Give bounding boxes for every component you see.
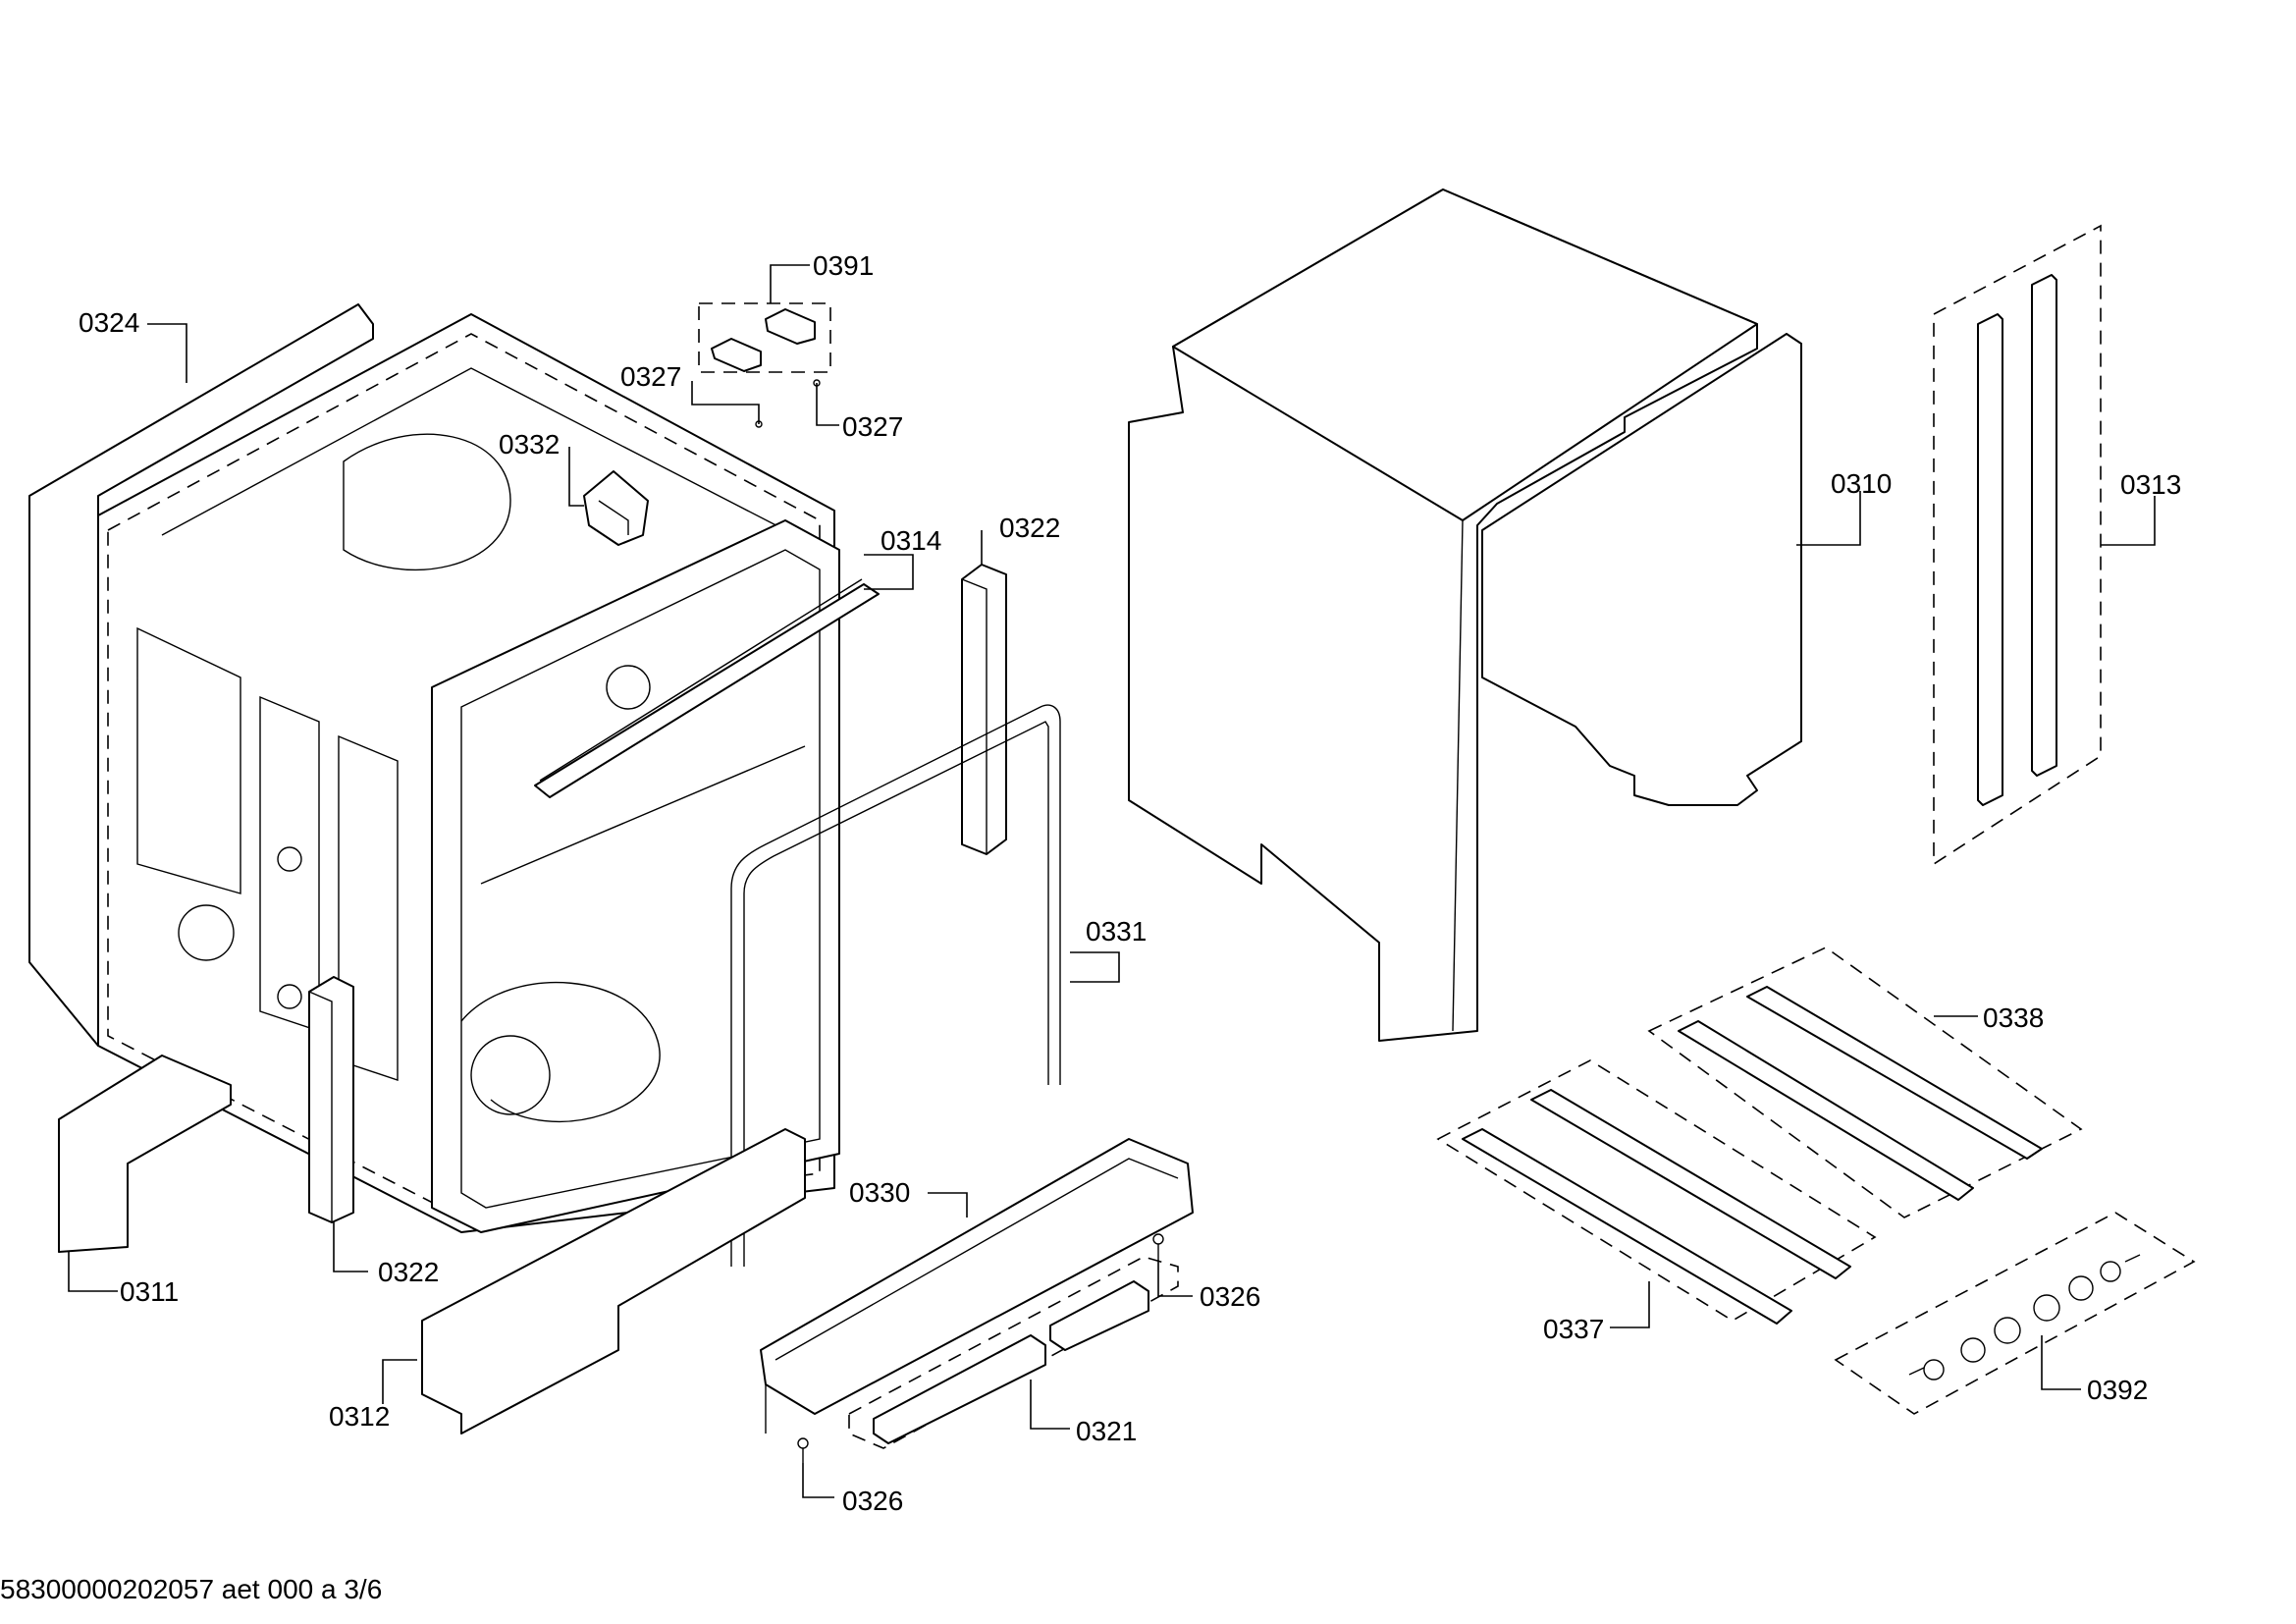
label-0312: 0312 — [329, 1401, 390, 1432]
part-0313-side-rails — [1933, 224, 2102, 866]
part-0330-base-tray — [760, 1138, 1194, 1434]
label-0313: 0313 — [2120, 469, 2181, 500]
part-0337-rails — [1436, 1059, 1877, 1325]
label-0331: 0331 — [1086, 916, 1147, 947]
label-0391: 0391 — [813, 250, 874, 281]
label-0314: 0314 — [881, 525, 941, 556]
part-0338-rails — [1647, 947, 2083, 1218]
label-0330: 0330 — [849, 1177, 910, 1208]
label-0321: 0321 — [1076, 1416, 1137, 1446]
label-0327-right: 0327 — [842, 411, 903, 442]
part-0326-screw-upper — [1152, 1233, 1164, 1260]
part-0322-block-upper — [961, 564, 1007, 855]
part-tub — [97, 313, 840, 1233]
label-0322-lower: 0322 — [378, 1257, 439, 1287]
label-0322-upper: 0322 — [999, 513, 1060, 543]
part-0322-block-lower — [308, 976, 354, 1223]
part-0321-blocks — [848, 1256, 1179, 1449]
label-0326-upper: 0326 — [1200, 1281, 1260, 1312]
part-0311-base-insulation — [58, 1055, 232, 1253]
label-0311: 0311 — [120, 1276, 179, 1307]
part-0391-hinge-set — [698, 302, 831, 428]
label-0310: 0310 — [1831, 468, 1892, 499]
label-0327-left: 0327 — [620, 361, 681, 392]
label-0326-lower: 0326 — [842, 1486, 903, 1516]
part-0314-rail — [534, 578, 880, 798]
leader-lines — [68, 264, 2156, 1498]
label-0324: 0324 — [79, 307, 139, 338]
part-0392-fittings — [1834, 1212, 2196, 1415]
part-0331-door-seal — [730, 704, 1061, 1267]
part-0332-bracket — [583, 470, 649, 546]
label-0332: 0332 — [499, 429, 560, 460]
part-0312-front-insulation — [421, 1128, 806, 1435]
drawing-code: 58300000202057 aet 000 a 3/6 — [0, 1574, 382, 1604]
label-0338: 0338 — [1983, 1002, 2044, 1033]
part-0326-screw-lower — [797, 1437, 809, 1463]
part-0310-cabinet-cover — [1128, 189, 1802, 1042]
part-labels: 0324 0327 0327 0391 0332 0314 0322 0322 … — [79, 250, 2181, 1516]
label-0392: 0392 — [2087, 1375, 2148, 1405]
label-0337: 0337 — [1543, 1314, 1604, 1344]
